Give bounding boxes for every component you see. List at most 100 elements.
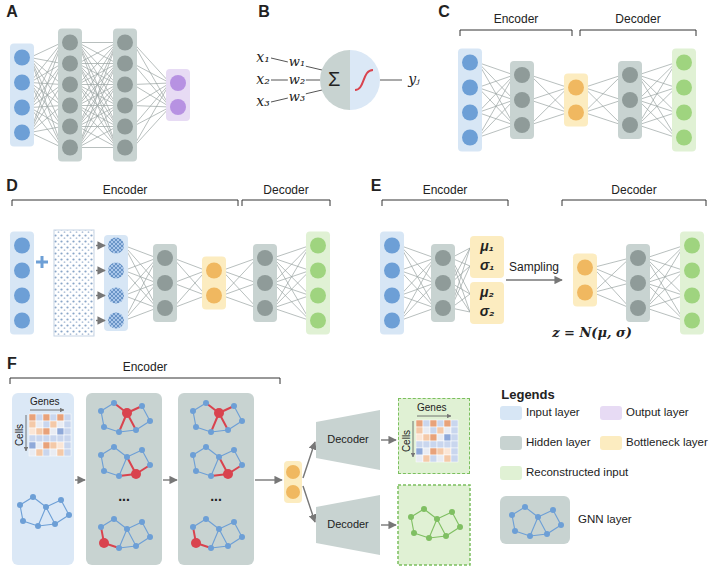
heatmap-cell — [36, 442, 43, 449]
layer-band — [431, 244, 455, 322]
heatmap-cell — [36, 414, 43, 421]
neuron — [514, 67, 530, 83]
legend-swatch — [600, 406, 622, 420]
weight-line — [78, 43, 117, 85]
section-label: Encoder — [123, 361, 168, 374]
input-symbol: x₃ — [256, 94, 270, 109]
heatmap-cell — [444, 448, 451, 455]
legend-text: GNN layer — [578, 513, 632, 526]
decoder: Decoder — [316, 495, 380, 555]
weight-line — [584, 75, 622, 88]
node-shape — [12, 393, 74, 565]
neuron — [310, 288, 326, 304]
graph-icon — [98, 516, 153, 551]
weight-line — [78, 43, 117, 127]
bracket — [460, 30, 572, 36]
neuron — [62, 56, 78, 72]
weight-line — [478, 100, 514, 138]
neuron — [257, 275, 273, 291]
neuron — [384, 263, 400, 279]
neuron — [630, 275, 646, 291]
heatmap-cell — [29, 442, 36, 449]
input-symbol: x₂ — [256, 72, 270, 87]
weight-line — [584, 88, 622, 126]
noisy-neuron — [108, 313, 124, 329]
heatmap-cell — [29, 428, 36, 435]
graph-icon — [408, 506, 463, 541]
neuron — [206, 263, 222, 279]
latent-parameter: μ₂ — [470, 285, 504, 300]
layer-band — [10, 232, 34, 335]
arrow — [303, 442, 315, 478]
weight-line — [30, 64, 62, 108]
heatmap-cell — [36, 435, 43, 442]
neuron — [310, 313, 326, 329]
heatmap-cell — [437, 455, 444, 462]
arrow-label: Sampling — [509, 261, 559, 274]
weight-line — [273, 258, 310, 321]
graph-icon — [98, 444, 153, 479]
weight-line — [124, 283, 157, 321]
neuron — [622, 92, 638, 108]
layer-band — [680, 232, 704, 335]
weight-line — [400, 258, 435, 321]
neuron — [684, 288, 700, 304]
layer-band — [113, 29, 137, 162]
weight-line — [78, 43, 117, 148]
weight-line — [222, 271, 257, 309]
weight-line — [646, 258, 684, 321]
weight-line — [78, 106, 117, 148]
bracket — [580, 30, 696, 36]
connections — [30, 43, 684, 321]
layer-band — [253, 244, 277, 322]
neuron — [462, 105, 478, 121]
neuron — [310, 263, 326, 279]
weight-line — [273, 271, 310, 309]
heatmap-cell — [416, 427, 423, 434]
weight-line — [530, 88, 568, 101]
arrow — [163, 479, 177, 480]
bracket — [562, 200, 706, 206]
weight-symbol: w₂ — [288, 73, 306, 87]
weight-line — [222, 258, 257, 271]
neuron-unit: Σ — [320, 50, 380, 110]
latent-box: μ₂σ₂ — [470, 282, 504, 324]
neuron — [568, 105, 584, 121]
weight-line — [173, 271, 206, 284]
heatmap-cell — [50, 421, 57, 428]
arrow — [96, 295, 105, 296]
layer-band — [672, 49, 696, 152]
panel-letter: F — [7, 355, 17, 373]
weight-line — [78, 43, 117, 64]
weight-line — [78, 42, 117, 43]
weight-line — [30, 106, 62, 108]
weight-line — [124, 258, 157, 321]
weight-line — [478, 125, 514, 138]
weight-line — [78, 43, 117, 106]
weight-line — [78, 43, 117, 85]
heatmap-cell — [423, 427, 430, 434]
weight-line — [30, 106, 62, 133]
weight-line — [584, 100, 622, 113]
section-label: Encoder — [103, 184, 148, 197]
heatmap-cell — [50, 449, 57, 456]
weight-line — [78, 85, 117, 148]
neuron — [384, 313, 400, 329]
heatmap-cell — [451, 441, 458, 448]
heatmap-cell — [57, 414, 64, 421]
neuron — [117, 56, 133, 72]
weight-symbol: w₃ — [288, 90, 306, 104]
heatmap-cell — [50, 442, 57, 449]
bracket — [12, 200, 238, 206]
heatmap-cell — [50, 428, 57, 435]
graph-icon — [17, 494, 72, 529]
section-label: Encoder — [423, 184, 468, 197]
weight-line — [273, 283, 310, 321]
weight-line — [273, 296, 310, 309]
weight-line — [124, 246, 157, 309]
heatmap-cell — [430, 455, 437, 462]
weight-line — [530, 88, 568, 126]
plus-sign — [36, 256, 48, 268]
neuron — [384, 238, 400, 254]
neuron — [117, 98, 133, 114]
